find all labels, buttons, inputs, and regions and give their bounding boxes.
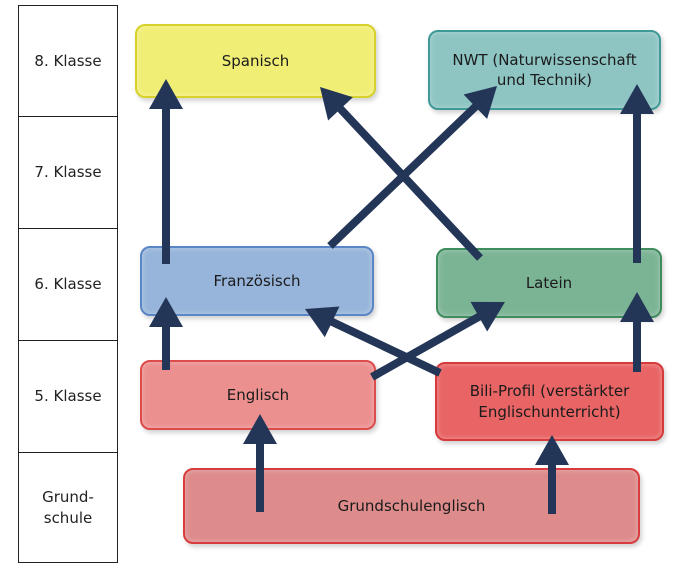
grade-7-label: 7. Klasse (34, 163, 102, 182)
nwt-label: NWT (Naturwissenschaft und Technik) (452, 50, 637, 89)
grade-8-cell: 8. Klasse (19, 6, 117, 117)
grundschulenglisch-label: Grundschulenglisch (337, 496, 486, 515)
arrow-franzoesisch-to-nwt (327, 86, 497, 249)
arrow-latein-to-spanisch (320, 87, 483, 261)
grade-7-cell: 7. Klasse (19, 117, 117, 229)
franzoesisch-label: Französisch (213, 271, 301, 290)
arrow-franzoesisch-to-spanisch (149, 79, 183, 264)
grade-grundschule-cell: Grund- schule (19, 453, 117, 562)
grade-column: 8. Klasse 7. Klasse 6. Klasse 5. Klasse … (18, 5, 118, 563)
englisch-box: Englisch (140, 360, 376, 430)
grade-5-label: 5. Klasse (34, 387, 102, 406)
arrow-franzoesisch-to-nwt-shaft (327, 102, 480, 249)
spanisch-box: Spanisch (135, 24, 376, 98)
arrow-latein-to-nwt (620, 84, 654, 263)
grade-5-cell: 5. Klasse (19, 341, 117, 453)
grade-6-cell: 6. Klasse (19, 229, 117, 341)
grade-6-label: 6. Klasse (34, 275, 102, 294)
grundschulenglisch-box: Grundschulenglisch (183, 468, 640, 544)
nwt-box: NWT (Naturwissenschaft und Technik) (428, 30, 661, 110)
grade-grundschule-label: Grund- schule (42, 488, 94, 527)
latein-box: Latein (436, 248, 662, 318)
bili-profil-label: Bili-Profil (verstärkter Englischunterri… (469, 382, 630, 421)
englisch-label: Englisch (226, 385, 290, 404)
spanisch-label: Spanisch (221, 51, 290, 70)
grade-8-label: 8. Klasse (34, 51, 102, 70)
arrow-latein-to-spanisch-shaft (336, 104, 483, 261)
franzoesisch-box: Französisch (140, 246, 374, 316)
bili-profil-box: Bili-Profil (verstärkter Englischunterri… (435, 362, 664, 441)
latein-label: Latein (525, 273, 573, 292)
